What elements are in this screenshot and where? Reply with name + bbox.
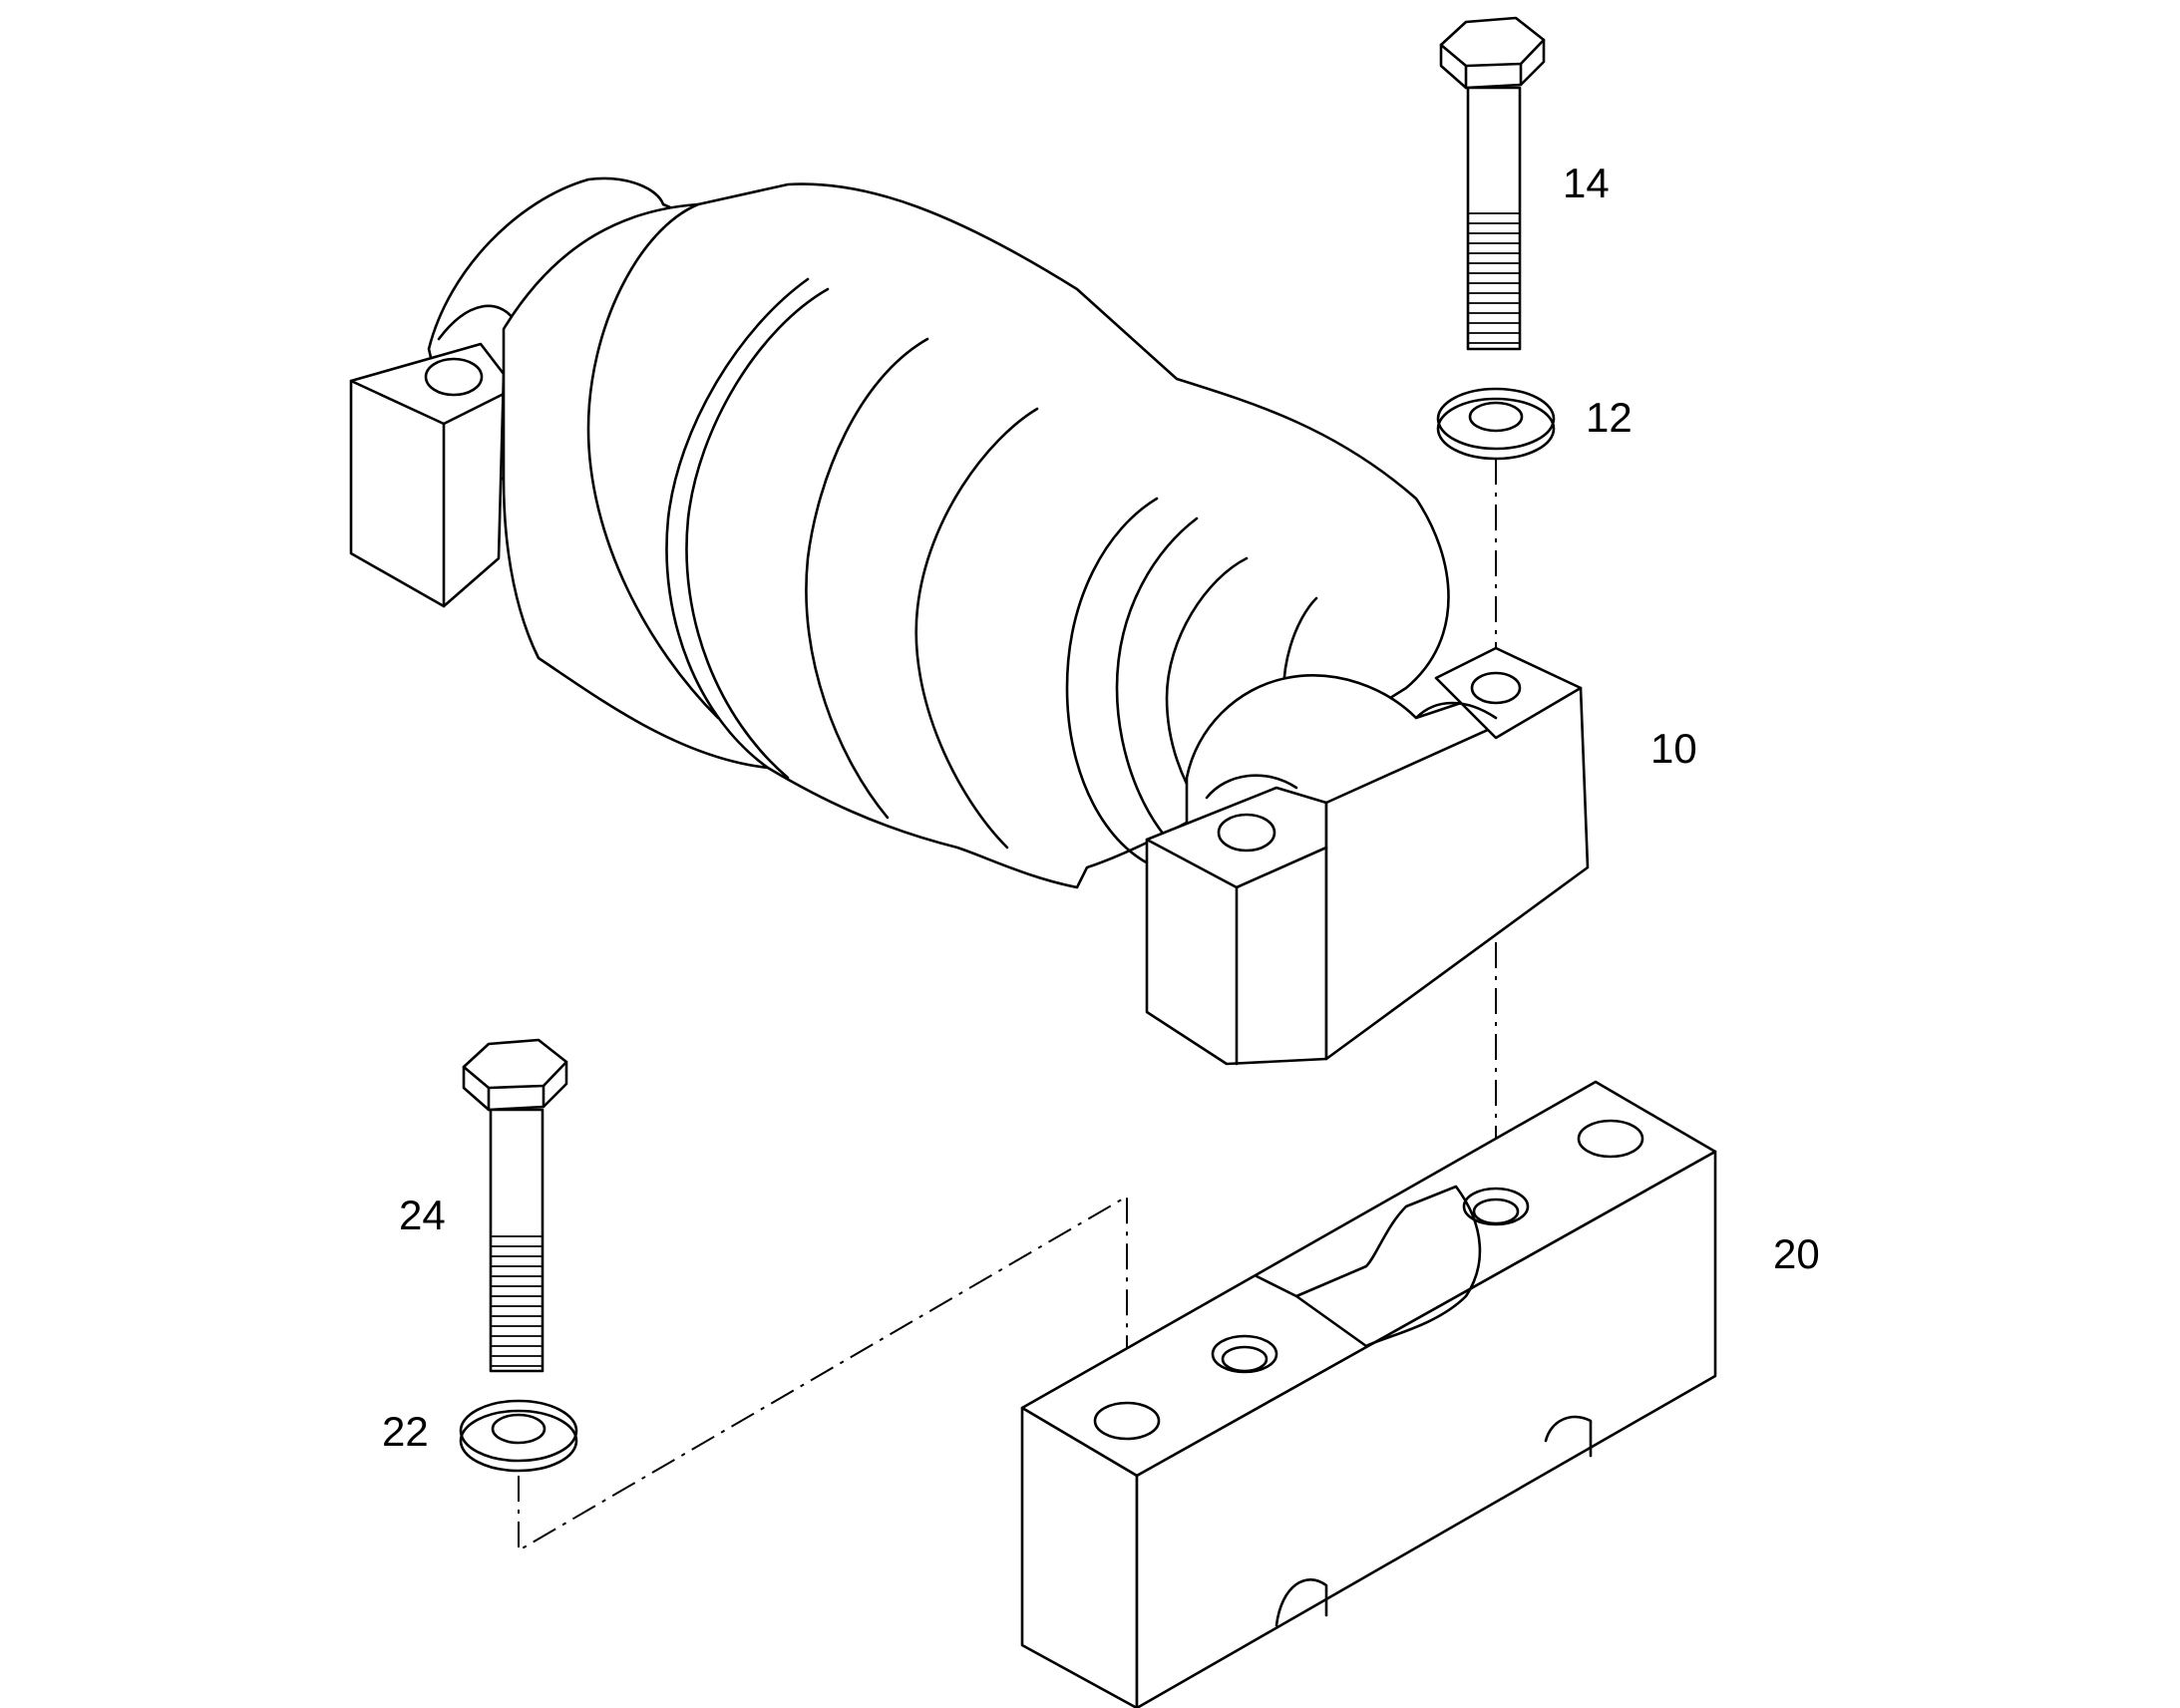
callout-14: 14 [1563,160,1610,206]
callout-22: 22 [382,1408,429,1455]
roller-assembly [349,176,1590,1066]
callout-10: 10 [1650,725,1697,772]
callout-20: 20 [1773,1230,1820,1277]
callout-24: 24 [399,1192,446,1238]
callout-12: 12 [1586,394,1633,441]
bolt-top [1439,16,1546,351]
washer-bottom [459,1399,578,1473]
lower-bracket [1020,1080,1717,1708]
bolt-bottom [462,1038,568,1373]
washer-top [1436,387,1556,461]
